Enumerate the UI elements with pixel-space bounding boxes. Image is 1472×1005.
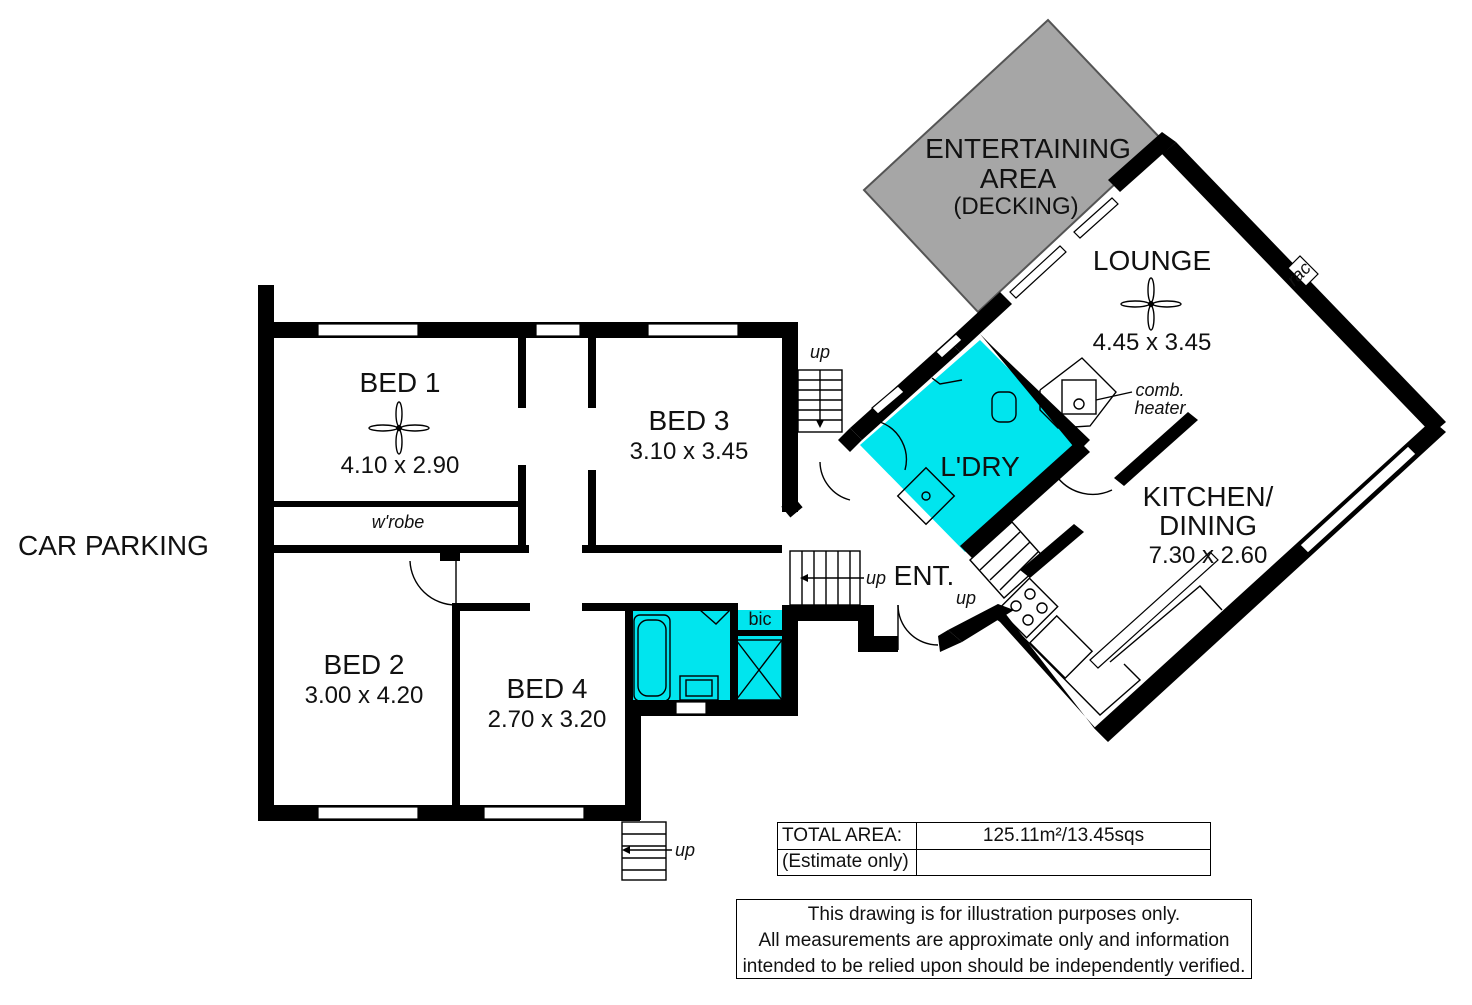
label-up: up [956, 588, 976, 608]
room-dims-bed4: 2.70 x 3.20 [488, 706, 607, 733]
room-dims-bed3: 3.10 x 3.45 [630, 438, 749, 465]
room-label-bed3: BED 3 [649, 405, 730, 436]
label-car-parking: CAR PARKING [18, 530, 209, 561]
room-label-kitchen: DINING [1159, 510, 1257, 541]
label-up: up [866, 568, 886, 588]
kitchen-fixtures [997, 357, 1223, 716]
label-wrobe: w'robe [372, 512, 424, 532]
room-dims-bed1: 4.10 x 2.90 [341, 452, 460, 479]
right-wing-windows [871, 197, 1417, 669]
area-empty-cell [916, 848, 1211, 876]
label-bic: bic [748, 609, 771, 629]
left-wing-windows [317, 323, 739, 820]
room-label-bed2: BED 2 [324, 649, 405, 680]
room-label-bed4: BED 4 [507, 673, 588, 704]
stairs-rear [621, 821, 672, 881]
stairs-entry [789, 550, 864, 606]
bathroom-fixtures [633, 609, 783, 702]
room-label-bed1: BED 1 [360, 367, 441, 398]
area-label: TOTAL AREA: [777, 822, 917, 850]
room-label-entertaining: AREA [980, 163, 1057, 194]
laundry-fixtures [896, 377, 1017, 526]
door-swings [409, 421, 1113, 650]
ceiling-fan-icon [368, 401, 430, 455]
room-dims-kitchen: 7.30 x 2.60 [1149, 542, 1268, 569]
room-label-entertaining: (DECKING) [953, 193, 1078, 220]
ceiling-fan-icon [1120, 277, 1182, 331]
room-label-entertaining: ENTERTAINING [925, 133, 1131, 164]
disclaimer-line: This drawing is for illustration purpose… [807, 904, 1181, 925]
stairs-kitchen [969, 521, 1047, 599]
room-label-lounge: LOUNGE [1093, 245, 1211, 276]
room-dims-lounge: 4.45 x 3.45 [1093, 329, 1212, 356]
area-value: 125.11m²/13.45sqs [916, 822, 1211, 850]
area-table: TOTAL AREA: 125.11m²/13.45sqs (Estimate … [777, 822, 1211, 876]
room-label-entry: ENT. [894, 560, 955, 591]
disclaimer-line: intended to be relied upon should be ind… [742, 956, 1246, 977]
room-label-laundry: L'DRY [940, 451, 1020, 482]
area-note: (Estimate only) [777, 848, 917, 876]
laundry-floor [860, 340, 1085, 552]
disclaimer-box: This drawing is for illustration purpose… [736, 899, 1252, 979]
room-label-kitchen: KITCHEN/ [1143, 481, 1274, 512]
disclaimer-line: All measurements are approximate only an… [758, 930, 1230, 951]
room-dims-bed2: 3.00 x 4.20 [305, 682, 424, 709]
label-comb-heater: comb. [1135, 380, 1184, 400]
label-up: up [810, 342, 830, 362]
label-up: up [675, 840, 695, 860]
bathroom-floor [630, 610, 785, 705]
label-comb-heater: heater [1134, 398, 1186, 418]
stairs-bed3 [797, 369, 843, 433]
